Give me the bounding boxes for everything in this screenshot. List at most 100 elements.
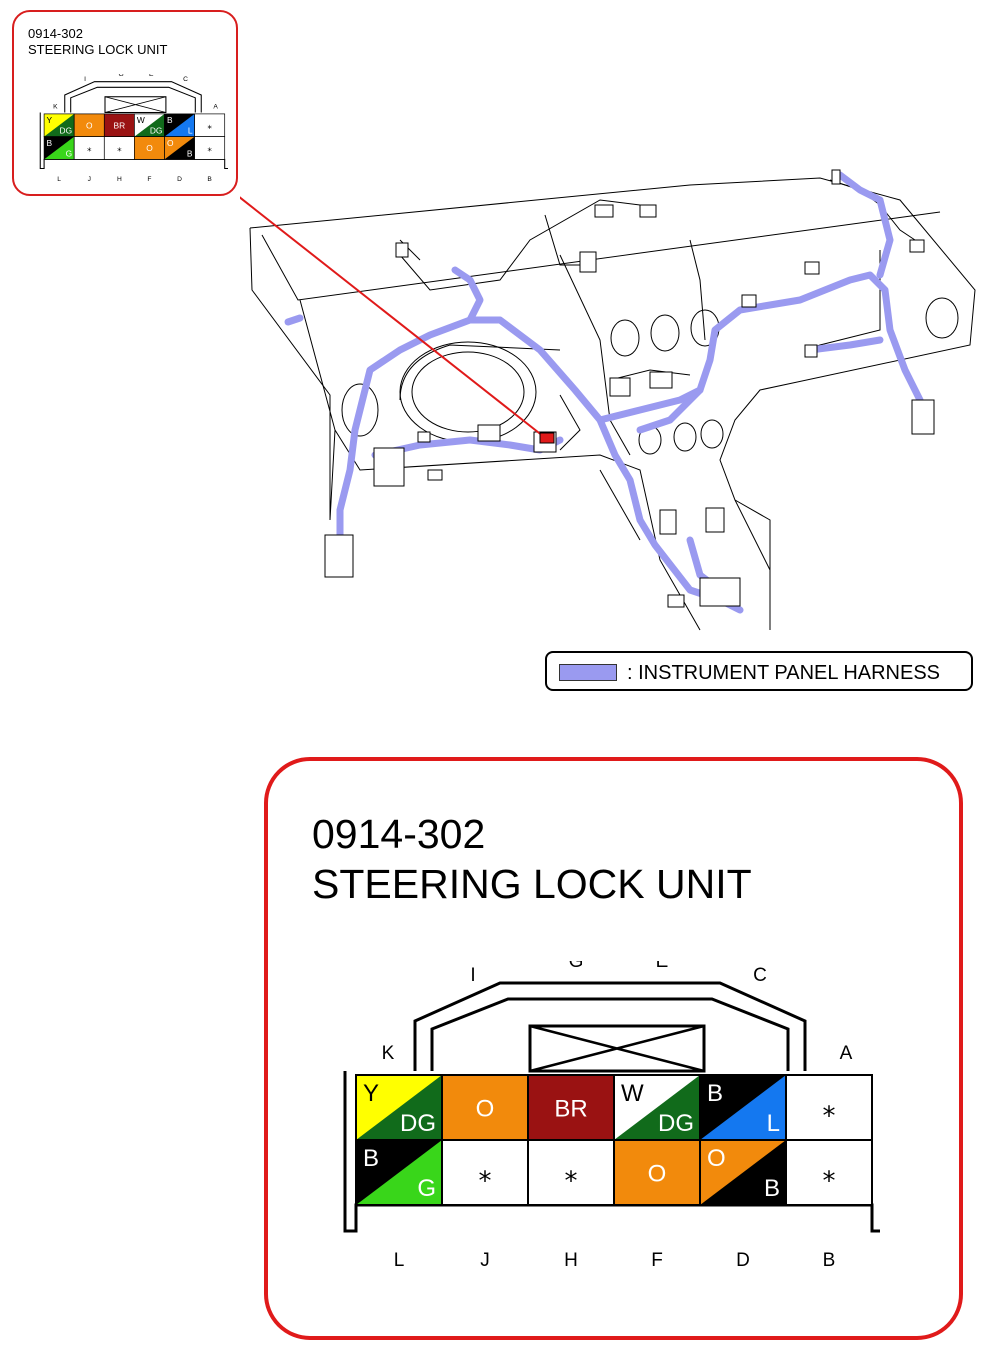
small-pin-wire-color: O	[86, 120, 93, 130]
large-pin-letter-bottom: L	[394, 1250, 405, 1271]
large-pin-wire-color: BR	[554, 1096, 587, 1123]
small-pin-color	[194, 113, 225, 137]
small-pin-letter-corner: A	[213, 103, 218, 110]
small-pin-color	[104, 136, 135, 160]
small-pin-color	[74, 113, 105, 137]
small-pin-wire-color-a: O	[167, 138, 174, 148]
small-pin-cell-D: OB	[164, 136, 195, 160]
small-pin-letter-bottom: D	[177, 176, 182, 183]
small-pin-letter-corner: K	[53, 103, 58, 110]
large-connector-code: 0914-302	[312, 811, 486, 857]
small-pin-color-b	[44, 113, 75, 137]
large-pin-letter-bottom: J	[480, 1250, 490, 1271]
large-pin-wire-color-a: B	[363, 1145, 379, 1172]
small-pin-cell-C: BL	[164, 113, 195, 137]
large-pin-color	[442, 1140, 528, 1205]
small-pin-letter-top: E	[149, 74, 154, 78]
large-pin-cell-G: BR	[527, 1074, 615, 1141]
small-pin-wire-color: BR	[114, 120, 126, 130]
small-pin-unused-mark: ⁎	[117, 143, 122, 153]
small-pin-unused-mark: ⁎	[207, 120, 212, 130]
small-connector-code: 0914-302	[28, 26, 83, 41]
thin-wires	[399, 179, 916, 451]
large-pin-color	[614, 1140, 700, 1205]
small-pin-wire-color-b: L	[188, 126, 193, 136]
large-pin-cell-F: O	[613, 1139, 701, 1206]
large-pin-cell-J: ⁎	[441, 1139, 529, 1206]
small-pin-letter-bottom: F	[147, 176, 151, 183]
large-pin-letter-bottom: H	[564, 1250, 578, 1271]
large-pin-cell-D: OB	[699, 1139, 787, 1206]
large-pin-wire-color-a: Y	[363, 1080, 379, 1107]
small-pin-cell-K: Y DG	[43, 113, 75, 137]
small-lock-box-cross	[104, 96, 167, 113]
large-pin-cell-I: O	[441, 1074, 529, 1141]
small-pin-letter-bottom: L	[57, 176, 61, 183]
large-pin-letter-top: C	[753, 965, 767, 986]
large-pin-cell-border	[785, 1139, 873, 1206]
small-pin-unused-mark: ⁎	[207, 143, 212, 153]
large-pin-cell-H: ⁎	[527, 1139, 615, 1206]
large-pin-cell-A: ⁎	[785, 1074, 873, 1141]
large-pin-wire-color-a: W	[621, 1080, 644, 1107]
large-connector-hood-inner	[430, 997, 790, 1071]
small-pin-cell-L: BG	[43, 136, 75, 160]
large-pin-cell-E: W DG	[613, 1074, 701, 1141]
large-pin-wire-color-a: B	[707, 1080, 723, 1107]
small-pin-wire-color-a: Y	[47, 115, 53, 125]
large-pin-color	[528, 1075, 614, 1140]
instrument-panel-harness	[284, 171, 924, 614]
large-pin-color-b	[700, 1075, 786, 1140]
small-pin-letter-top: G	[119, 74, 124, 78]
large-pin-unused-mark: ⁎	[823, 1093, 836, 1123]
small-pin-cell-A: ⁎	[194, 113, 226, 137]
large-lock-box-cross	[529, 1024, 705, 1073]
small-connector-hood-inner	[70, 86, 196, 113]
small-pin-cell-G: BR	[103, 113, 135, 137]
small-pin-wire-color-b: DG	[150, 126, 163, 136]
small-pin-cell-B: ⁎	[194, 136, 226, 160]
large-pin-letter-corner: A	[840, 1043, 853, 1064]
small-connector-hood-outer	[64, 81, 202, 113]
small-pin-wire-color-b: G	[66, 148, 73, 158]
small-pin-wire-color: O	[146, 143, 153, 153]
large-pin-wire-color-b: DG	[658, 1110, 694, 1137]
large-pin-unused-mark: ⁎	[565, 1158, 578, 1188]
large-pin-color-b	[356, 1075, 442, 1140]
large-pin-color	[442, 1075, 528, 1140]
large-pin-letter-top: E	[656, 961, 669, 972]
small-pin-letter-bottom: H	[117, 176, 122, 183]
large-pin-letter-bottom: B	[823, 1250, 836, 1271]
large-pin-wire-color-b: G	[417, 1175, 436, 1202]
large-pin-letter-bottom: D	[736, 1250, 750, 1271]
small-pin-unused-mark: ⁎	[87, 143, 92, 153]
small-pin-cell-J: ⁎	[73, 136, 105, 160]
small-pin-cell-E: W DG	[134, 113, 165, 137]
small-pin-cell-I: O	[73, 113, 105, 137]
large-pin-cell-L: BG	[355, 1139, 443, 1206]
small-pin-wire-color-b: DG	[60, 126, 73, 136]
large-pin-color-b	[700, 1140, 786, 1205]
small-pin-wire-color-a: W	[137, 115, 145, 125]
small-pin-cell-border	[194, 136, 226, 160]
large-connector-hood-outer	[413, 981, 807, 1071]
large-pin-letter-top: I	[470, 965, 475, 986]
large-pin-letter-corner: K	[382, 1043, 395, 1064]
large-connector-name: STEERING LOCK UNIT	[312, 861, 752, 907]
legend-label: : INSTRUMENT PANEL HARNESS	[627, 662, 941, 684]
small-pin-wire-color-a: B	[47, 138, 53, 148]
harness-connectors	[324, 169, 935, 608]
large-pin-wire-color-b: B	[764, 1175, 780, 1202]
steering-lock-unit-highlight	[539, 432, 555, 444]
legend-harness-swatch	[559, 664, 617, 681]
large-pin-color	[786, 1075, 872, 1140]
small-pin-letter-top: C	[183, 76, 188, 83]
small-pin-color	[134, 136, 165, 160]
small-pin-cell-H: ⁎	[103, 136, 135, 160]
large-pin-color-b	[614, 1075, 700, 1140]
small-pin-letter-top: I	[84, 76, 86, 83]
small-pin-letter-bottom: J	[88, 176, 91, 183]
